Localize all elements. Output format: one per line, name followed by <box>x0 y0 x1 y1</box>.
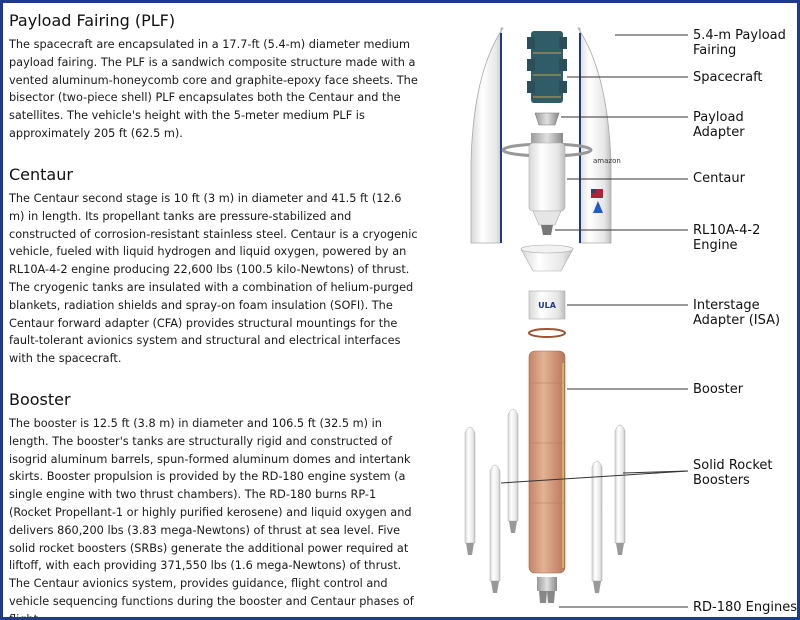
payload-fairing-left-half <box>470 27 504 244</box>
label-payload-adapter: Payload Adapter <box>693 110 745 140</box>
label-rl10-engine: RL10A-4-2 Engine <box>693 223 761 253</box>
srb-center-back <box>507 408 519 533</box>
label-centaur: Centaur <box>693 171 745 186</box>
label-payload-fairing: 5.4-m Payload Fairing <box>693 28 786 58</box>
rocket-exploded-diagram: amazon <box>443 3 797 617</box>
label-solid-rocket-boosters: Solid Rocket Boosters <box>693 458 773 488</box>
us-flag-icon <box>591 189 603 198</box>
spacecraft-stack <box>527 31 567 103</box>
srb-left-inner <box>489 464 501 593</box>
interstage-adapter: ULA <box>528 290 566 320</box>
isa-ring <box>528 328 566 338</box>
section-body-booster: The booster is 12.5 ft (3.8 m) in diamet… <box>9 417 414 620</box>
srb-right-outer <box>614 424 626 555</box>
section-booster: Booster The booster is 12.5 ft (3.8 m) i… <box>9 390 419 620</box>
section-body-plf: The spacecraft are encapsulated in a 17.… <box>9 38 418 140</box>
section-heading-booster: Booster <box>9 390 71 409</box>
section-centaur: Centaur The Centaur second stage is 10 f… <box>9 165 419 368</box>
booster-core <box>528 350 566 574</box>
ula-logo: ULA <box>538 301 557 310</box>
payload-fairing-right-half: amazon <box>577 27 621 244</box>
label-interstage-adapter: Interstage Adapter (ISA) <box>693 298 781 328</box>
srb-right-inner <box>591 460 603 593</box>
label-spacecraft: Spacecraft <box>693 70 763 85</box>
payload-adapter-part <box>534 112 560 126</box>
label-rd180-engines: RD-180 Engines <box>693 600 798 615</box>
amazon-logo: amazon <box>593 157 621 165</box>
leader-lines <box>500 34 689 608</box>
ula-emblem-icon <box>593 201 603 213</box>
centaur-stage <box>528 133 566 226</box>
rd180-engine <box>537 577 557 603</box>
rocket-illustration: amazon <box>464 27 689 608</box>
rl10-engine-nozzle <box>541 225 553 235</box>
section-body-centaur: The Centaur second stage is 10 ft (3 m) … <box>9 192 418 366</box>
section-payload-fairing: Payload Fairing (PLF) The spacecraft are… <box>9 11 419 143</box>
label-booster: Booster <box>693 382 744 397</box>
section-heading-plf: Payload Fairing (PLF) <box>9 11 176 30</box>
section-heading-centaur: Centaur <box>9 165 73 184</box>
srb-left-outer <box>464 426 476 555</box>
